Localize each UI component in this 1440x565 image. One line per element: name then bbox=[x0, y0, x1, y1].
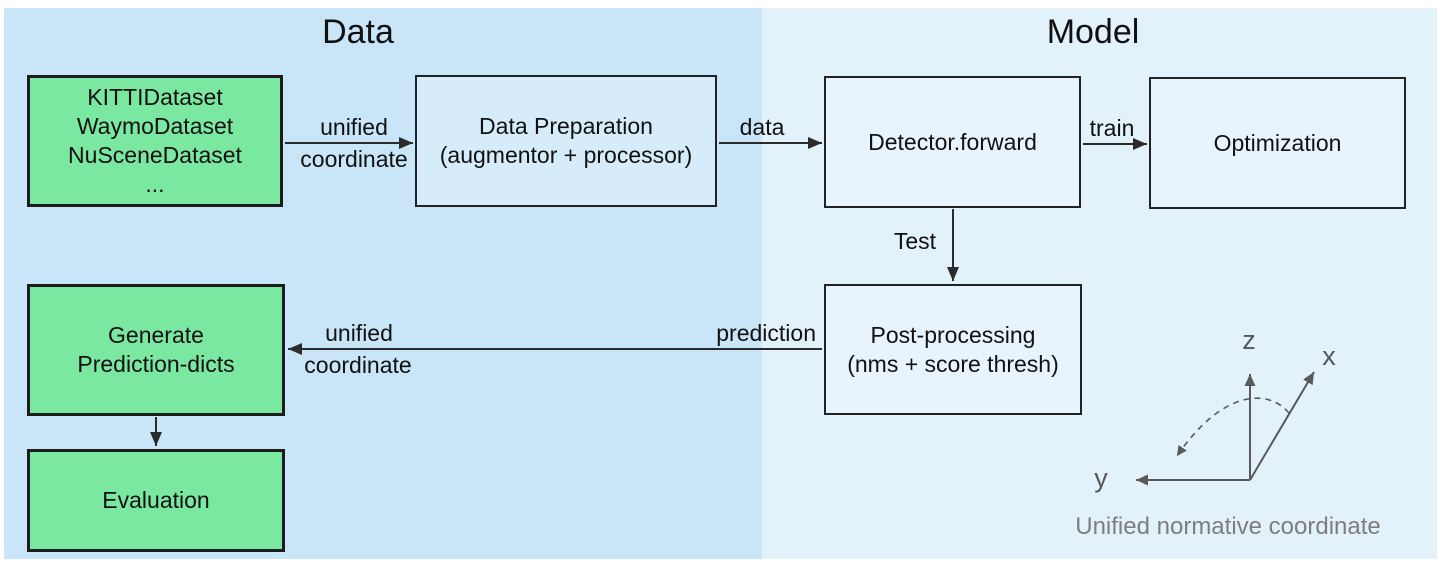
optimization-box: Optimization bbox=[1149, 77, 1406, 209]
datasets-box-line: KITTIDataset bbox=[87, 84, 223, 110]
detector-forward-box: Detector.forward bbox=[824, 76, 1081, 208]
post-processing-box: Post-processing (nms + score thresh) bbox=[824, 284, 1082, 415]
prediction-arrow-label: prediction bbox=[716, 320, 816, 346]
y-axis-label: y bbox=[1094, 463, 1108, 493]
data-preparation-line: (augmentor + processor) bbox=[439, 142, 693, 168]
coordinate-caption: Unified normative coordinate bbox=[1075, 513, 1381, 540]
optimization-line: Optimization bbox=[1213, 129, 1342, 156]
detector-forward-line: Detector.forward bbox=[868, 128, 1037, 155]
data-section-title: Data bbox=[322, 13, 394, 51]
z-axis-label: z bbox=[1242, 325, 1256, 355]
evaluation-line: Evaluation bbox=[102, 487, 210, 513]
generate-prediction-box: Generate Prediction-dicts bbox=[27, 284, 285, 416]
coordinate-label-top: coordinate bbox=[300, 146, 408, 172]
evaluation-box: Evaluation bbox=[27, 449, 285, 552]
x-axis-label: x bbox=[1322, 341, 1336, 371]
post-processing-line: (nms + score thresh) bbox=[847, 350, 1059, 377]
datasets-box-line: NuSceneDataset bbox=[68, 142, 242, 168]
datasets-box-line: WaymoDataset bbox=[76, 113, 234, 139]
datasets-box: KITTIDataset WaymoDataset NuSceneDataset… bbox=[27, 75, 283, 207]
data-preparation-box: Data Preparation (augmentor + processor) bbox=[415, 75, 717, 207]
test-arrow-label: Test bbox=[893, 228, 936, 254]
unified-label-bottom: unified bbox=[325, 320, 393, 346]
model-section-title: Model bbox=[1046, 13, 1140, 51]
unified-label-top: unified bbox=[320, 114, 388, 140]
generate-prediction-line: Generate bbox=[108, 322, 204, 348]
data-preparation-line: Data Preparation bbox=[479, 113, 653, 139]
generate-prediction-line: Prediction-dicts bbox=[77, 351, 235, 377]
train-arrow-label: train bbox=[1089, 115, 1135, 141]
datasets-box-line: ... bbox=[145, 171, 165, 197]
data-arrow-label: data bbox=[739, 114, 785, 140]
coordinate-label-bottom: coordinate bbox=[304, 352, 412, 378]
post-processing-line: Post-processing bbox=[870, 321, 1036, 348]
